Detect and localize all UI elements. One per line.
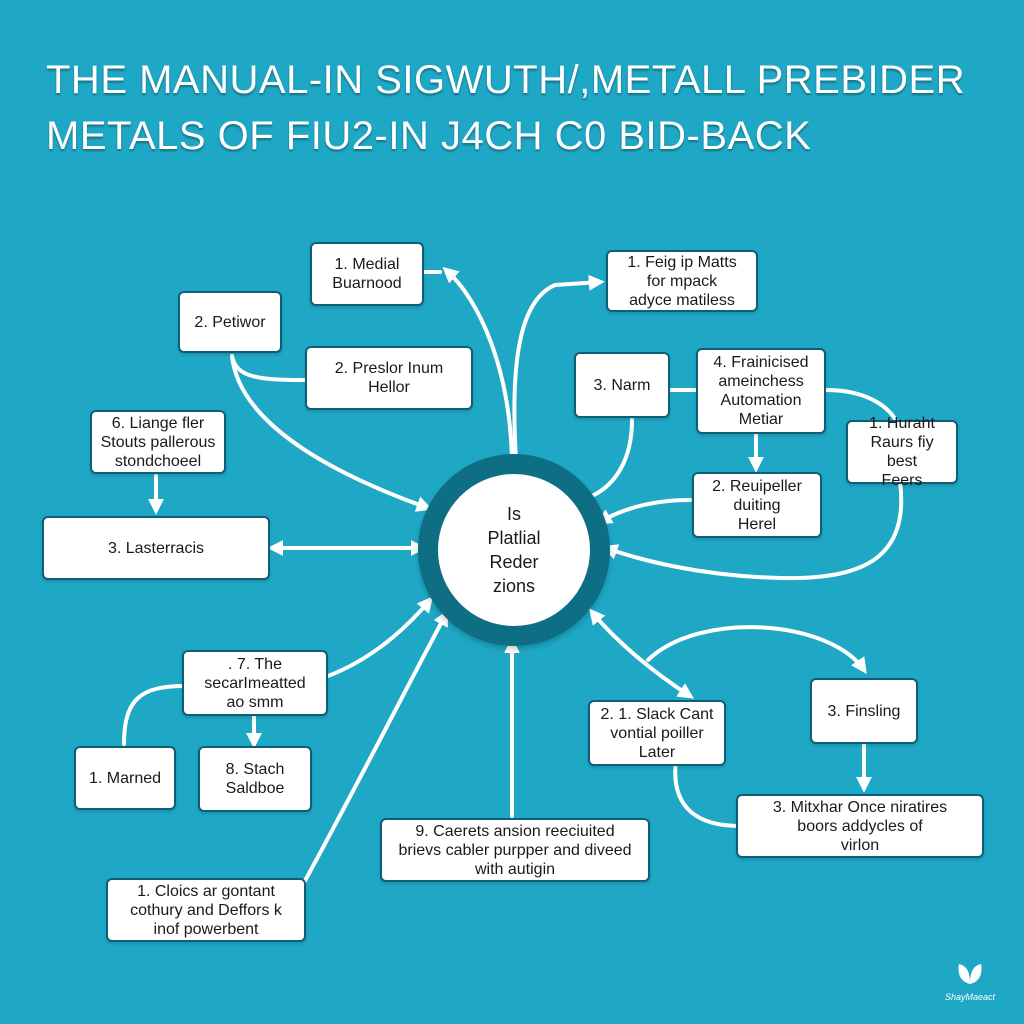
hub-line-2: Platlial — [487, 528, 541, 548]
connector-reuipeller-hub — [595, 498, 692, 525]
node-text-line: inof powerbent — [153, 920, 259, 938]
node-text-line: Automation — [720, 392, 802, 409]
node-petiwor: 2. Petiwor — [178, 291, 282, 353]
connector-slack-mitxhar — [673, 758, 742, 828]
connector-secar-marned — [122, 684, 186, 746]
connector-medial — [442, 266, 514, 462]
node-text-line: 2. Petiwor — [194, 313, 266, 331]
title-line-2: METALS OF FIU2-IN J4CH C0 BID-BACK — [46, 114, 812, 158]
hub-line-4: zions — [492, 576, 536, 596]
node-text-line: Metiar — [738, 411, 784, 428]
hub-line-1: Is — [506, 504, 521, 524]
node-text-line: 2. Preslor Inum — [334, 360, 444, 377]
leaf-icon — [940, 960, 1000, 991]
logo-text: ShayMaeact — [944, 992, 996, 1002]
node-text-line: 9. Caerets ansion reeciuited — [415, 822, 615, 840]
node-finsling: 3. Finsling — [810, 678, 918, 744]
node-text-line: 1. Medial — [334, 256, 400, 273]
node-text-line: Later — [638, 743, 676, 761]
node-text-line: 2. Reuipeller — [712, 477, 802, 495]
node-text-line: Stouts pallerous — [100, 433, 216, 451]
node-text-line: secarImeatted — [204, 674, 306, 692]
node-text-line: virlon — [840, 836, 880, 854]
node-marned: 1. Marned — [74, 746, 176, 810]
node-narm: 3. Narm — [574, 352, 670, 418]
connector-hub-finsling — [646, 625, 867, 674]
connector-petiwor-preslor — [230, 354, 307, 382]
connector-huraht-hub — [601, 480, 904, 581]
diagram-title: THE MANUAL-IN SIGWUTH/,METALL PREBIDER M… — [46, 52, 1006, 164]
node-text-line: ao smm — [226, 693, 284, 711]
node-text-line: 6. Liange fler — [111, 414, 205, 432]
connector-feig — [512, 274, 605, 462]
connector-slack-hub — [588, 608, 695, 699]
node-text-line: Raurs fiy best — [870, 434, 934, 470]
node-text-line: vontial poiller — [610, 724, 704, 742]
node-text-line: Feers — [881, 472, 923, 489]
node-text-line: 3. Lasterracis — [107, 539, 205, 557]
node-text-line: Saldboe — [225, 780, 285, 797]
brand-logo: ShayMaeact — [940, 960, 1000, 1003]
node-text-line: 2. 1. Slack Cant — [600, 705, 714, 723]
node-text-line: 8. Stach — [225, 761, 285, 778]
connector-petiwor-hub — [230, 354, 433, 512]
connector-secar-hub — [326, 596, 434, 678]
node-text-line: with autigin — [474, 860, 556, 878]
connector-narm — [590, 418, 634, 498]
node-text-line: 3. Mitxhar Once niratires — [772, 798, 948, 816]
node-text-line: ameinchess — [718, 373, 804, 390]
node-text-line: for mpack — [646, 272, 718, 290]
node-text-line: Herel — [737, 515, 777, 533]
node-text-line: 1. Marned — [88, 769, 162, 787]
node-text-line: 3. Finsling — [827, 702, 901, 720]
node-text-line: adyce matiless — [629, 291, 735, 309]
node-text-line: Buarnood — [332, 275, 402, 292]
node-text-line: cothury and Deffors k — [130, 901, 282, 919]
node-lasterracis: 3. Lasterracis — [42, 516, 270, 580]
node-text-line: 3. Narm — [593, 376, 651, 394]
title-line-1: THE MANUAL-IN SIGWUTH/,METALL PREBIDER — [46, 58, 966, 102]
node-text-line: 1. Cloics ar gontant — [137, 882, 275, 900]
node-text-line: 1. Huraht — [869, 415, 935, 432]
node-text-line: Hellor — [368, 379, 410, 396]
central-hub: Is Platlial Reder zions — [438, 474, 590, 626]
hub-line-3: Reder — [489, 552, 539, 572]
node-text-line: brievs cabler purpper and diveed — [398, 841, 632, 859]
node-text-line: 4. Frainicised — [713, 354, 809, 371]
node-text-line: 1. Feig ip Matts — [627, 253, 737, 271]
node-text-line: duiting — [733, 496, 781, 514]
node-text-line: boors addycles of — [797, 817, 923, 835]
node-text-line: stondchoeel — [114, 452, 202, 470]
connector-cloics-hub — [298, 609, 449, 892]
node-text-line: . 7. The — [228, 655, 282, 673]
